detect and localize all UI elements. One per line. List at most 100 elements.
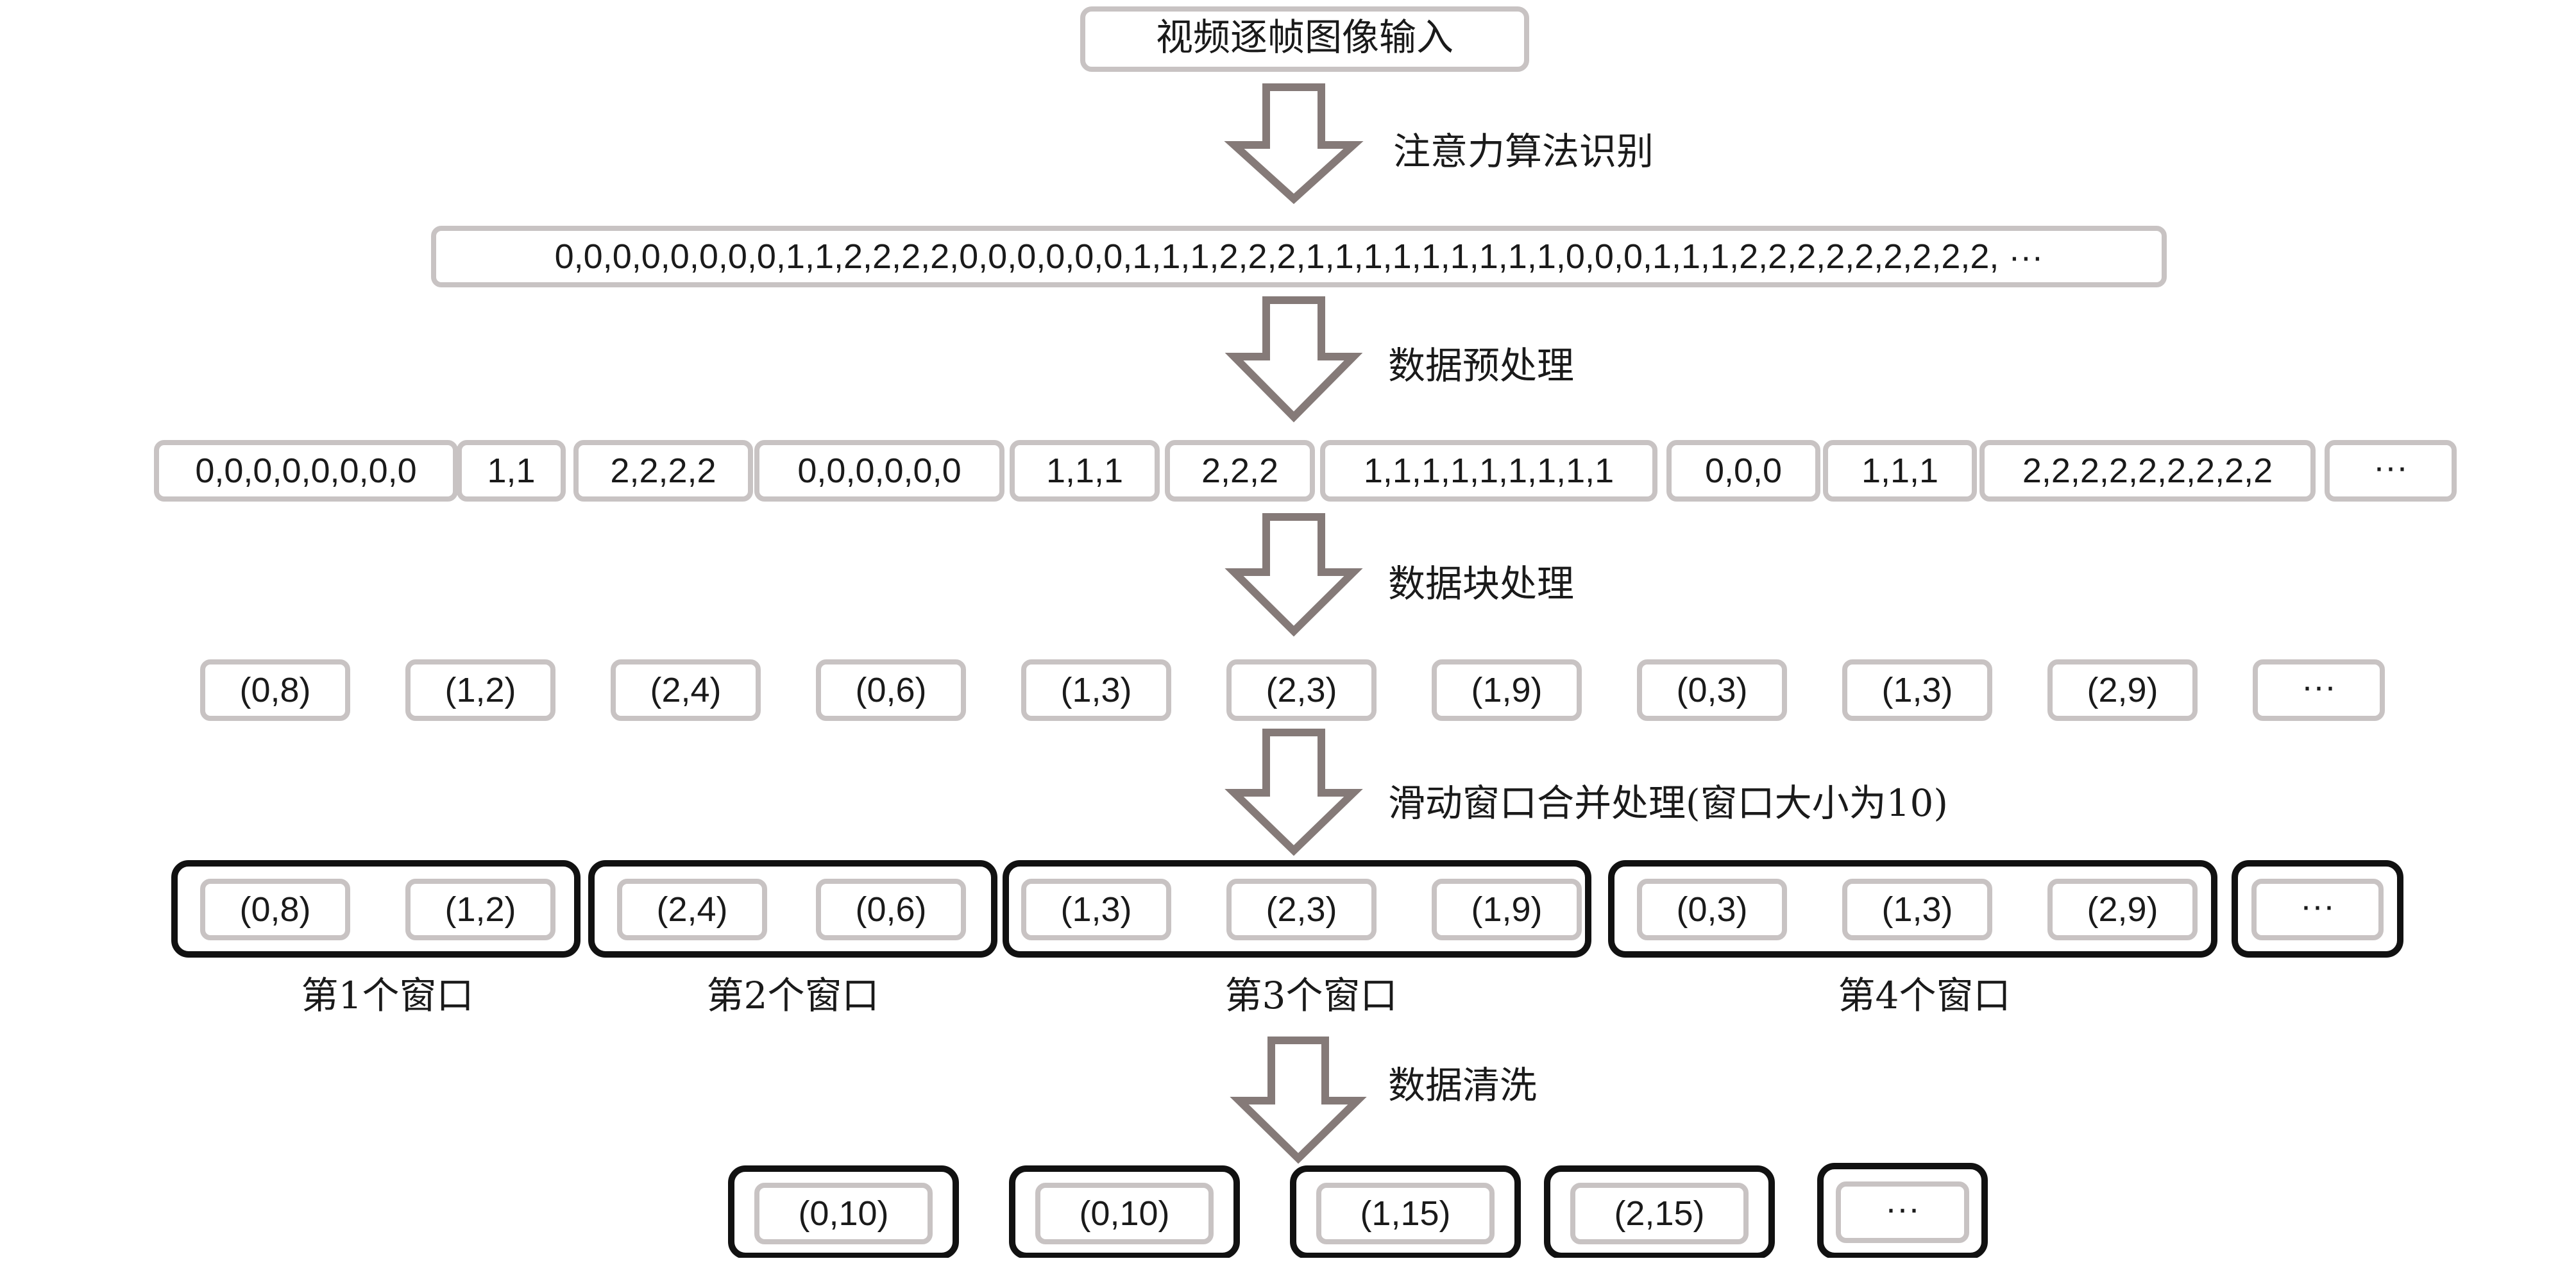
input-box-frame	[1080, 6, 1529, 72]
window-item-label: (2,9)	[2087, 890, 2158, 929]
cleaned-label: ···	[1885, 1189, 1920, 1228]
down-arrow-icon	[1224, 513, 1363, 637]
block-box: (1,3)	[1842, 659, 1992, 721]
window-label: 第4个窗口	[1838, 974, 2011, 1017]
block-label: (1,3)	[1881, 671, 1953, 709]
segment-box: 1,1,1	[1010, 440, 1160, 502]
sequence-text: 0,0,0,0,0,0,0,0,1,1,2,2,2,2,0,0,0,0,0,0,…	[555, 237, 2044, 276]
segment-label: 1,1,1,1,1,1,1,1,1	[1364, 452, 1614, 490]
window-label: 第3个窗口	[1225, 974, 1398, 1017]
down-arrow-icon	[1224, 296, 1363, 423]
window-group: (0,8) (1,2) 第1个窗口	[171, 860, 580, 1017]
segments-row: 0,0,0,0,0,0,0,0 1,1 2,2,2,2 0,0,0,0,0,0 …	[154, 440, 2457, 502]
segment-box: ···	[2325, 440, 2457, 502]
segment-box: 0,0,0	[1666, 440, 1820, 502]
window-group: (2,4) (0,6) 第2个窗口	[588, 860, 997, 1017]
segment-label: 0,0,0	[1705, 452, 1782, 490]
block-box: (1,3)	[1021, 659, 1171, 721]
windows-row: (0,8) (1,2) 第1个窗口 (2,4) (0,6) 第2个窗口 (1,3…	[171, 860, 2403, 1017]
block-box: (2,4)	[611, 659, 761, 721]
block-label: (0,8)	[239, 671, 310, 709]
cleaned-label: (2,15)	[1614, 1194, 1704, 1233]
block-label: (1,2)	[445, 671, 516, 709]
window-frame	[2232, 860, 2403, 958]
segment-box: 0,0,0,0,0,0,0,0	[154, 440, 458, 502]
window-frame	[171, 860, 580, 958]
step-label-3: 数据块处理	[1388, 562, 1574, 605]
segment-box: 2,2,2,2,2,2,2,2,2	[1979, 440, 2316, 502]
cleaned-group: (0,10)	[728, 1165, 959, 1259]
window-item-label: (1,3)	[1060, 890, 1131, 929]
window-frame	[1608, 860, 2217, 958]
cleaned-frame	[1009, 1165, 1240, 1259]
block-box: (0,6)	[816, 659, 966, 721]
cleaned-frame	[1817, 1163, 1988, 1259]
sequence-box: 0,0,0,0,0,0,0,0,1,1,2,2,2,2,0,0,0,0,0,0,…	[431, 226, 2167, 287]
cleaned-group: ···	[1817, 1163, 1988, 1259]
window-item-box: (2,4)	[617, 879, 767, 940]
window-item-label: (0,8)	[239, 890, 310, 929]
cleaned-group: (1,15)	[1290, 1165, 1521, 1259]
window-group: (0,3) (1,3) (2,9) 第4个窗口	[1608, 860, 2217, 1017]
window-frame	[588, 860, 997, 958]
cleaned-frame	[728, 1165, 959, 1259]
window-item-box: (0,8)	[200, 879, 350, 940]
block-box: ···	[2253, 659, 2385, 721]
window-item-box: (0,3)	[1637, 879, 1787, 940]
cleaned-group: (0,10)	[1009, 1165, 1240, 1259]
cleaned-frame	[1290, 1165, 1521, 1259]
segment-box: 1,1,1	[1823, 440, 1977, 502]
input-box-label: 视频逐帧图像输入	[1156, 15, 1453, 59]
segment-label: 2,2,2,2	[610, 452, 716, 490]
step-label-5: 数据清洗	[1388, 1063, 1537, 1107]
window-item-label: (2,4)	[656, 890, 727, 929]
cleaned-group: (2,15)	[1544, 1165, 1775, 1259]
segment-box: 1,1,1,1,1,1,1,1,1	[1320, 440, 1657, 502]
input-box: 视频逐帧图像输入	[1080, 6, 1529, 72]
segment-box: 2,2,2,2	[573, 440, 753, 502]
block-label: (2,3)	[1266, 671, 1337, 709]
step-arrow-2: 数据预处理	[1224, 296, 1574, 423]
block-box: (0,8)	[200, 659, 350, 721]
block-label: (2,9)	[2087, 671, 2158, 709]
step-label-1: 注意力算法识别	[1393, 130, 1654, 173]
step-label-4: 滑动窗口合并处理(窗口大小为10)	[1388, 781, 1948, 825]
segment-box: 2,2,2	[1165, 440, 1315, 502]
window-item-box: (1,9)	[1432, 879, 1582, 940]
block-box: (0,3)	[1637, 659, 1787, 721]
block-label: ···	[2301, 667, 2336, 706]
blocks-row: (0,8) (1,2) (2,4) (0,6) (1,3) (2,3) (1,9…	[200, 659, 2385, 721]
cleaned-frame	[1544, 1165, 1775, 1259]
block-label: (1,3)	[1060, 671, 1131, 709]
block-label: (0,6)	[855, 671, 926, 709]
segment-label: ···	[2373, 448, 2408, 486]
window-group: (1,3) (2,3) (1,9) 第3个窗口	[1003, 860, 1591, 1017]
window-item-box: ···	[2251, 879, 2384, 940]
segment-label: 1,1,1	[1046, 452, 1123, 490]
block-box: (2,9)	[2047, 659, 2198, 721]
sequence-box-frame	[431, 226, 2167, 287]
step-arrow-5: 数据清洗	[1230, 1037, 1537, 1164]
window-item-box: (2,9)	[2047, 879, 2198, 940]
segment-label: 1,1	[487, 452, 535, 490]
window-label: 第2个窗口	[707, 974, 879, 1017]
segment-label: 0,0,0,0,0,0	[797, 452, 961, 490]
segment-label: 0,0,0,0,0,0,0,0	[195, 452, 416, 490]
window-group: ···	[2232, 860, 2403, 958]
down-arrow-icon	[1230, 1037, 1367, 1164]
window-item-box: (1,2)	[405, 879, 555, 940]
block-box: (1,9)	[1432, 659, 1582, 721]
block-label: (1,9)	[1471, 671, 1542, 709]
window-item-label: (0,6)	[855, 890, 926, 929]
window-frame	[1003, 860, 1591, 958]
block-label: (0,3)	[1676, 671, 1747, 709]
segment-label: 2,2,2	[1201, 452, 1278, 490]
step-label-2: 数据预处理	[1388, 344, 1574, 387]
step-arrow-4: 滑动窗口合并处理(窗口大小为10)	[1224, 729, 1948, 856]
window-item-box: (1,3)	[1021, 879, 1171, 940]
window-item-label: (1,3)	[1881, 890, 1953, 929]
block-box: (2,3)	[1226, 659, 1377, 721]
window-item-label: (1,9)	[1471, 890, 1542, 929]
block-label: (2,4)	[650, 671, 721, 709]
